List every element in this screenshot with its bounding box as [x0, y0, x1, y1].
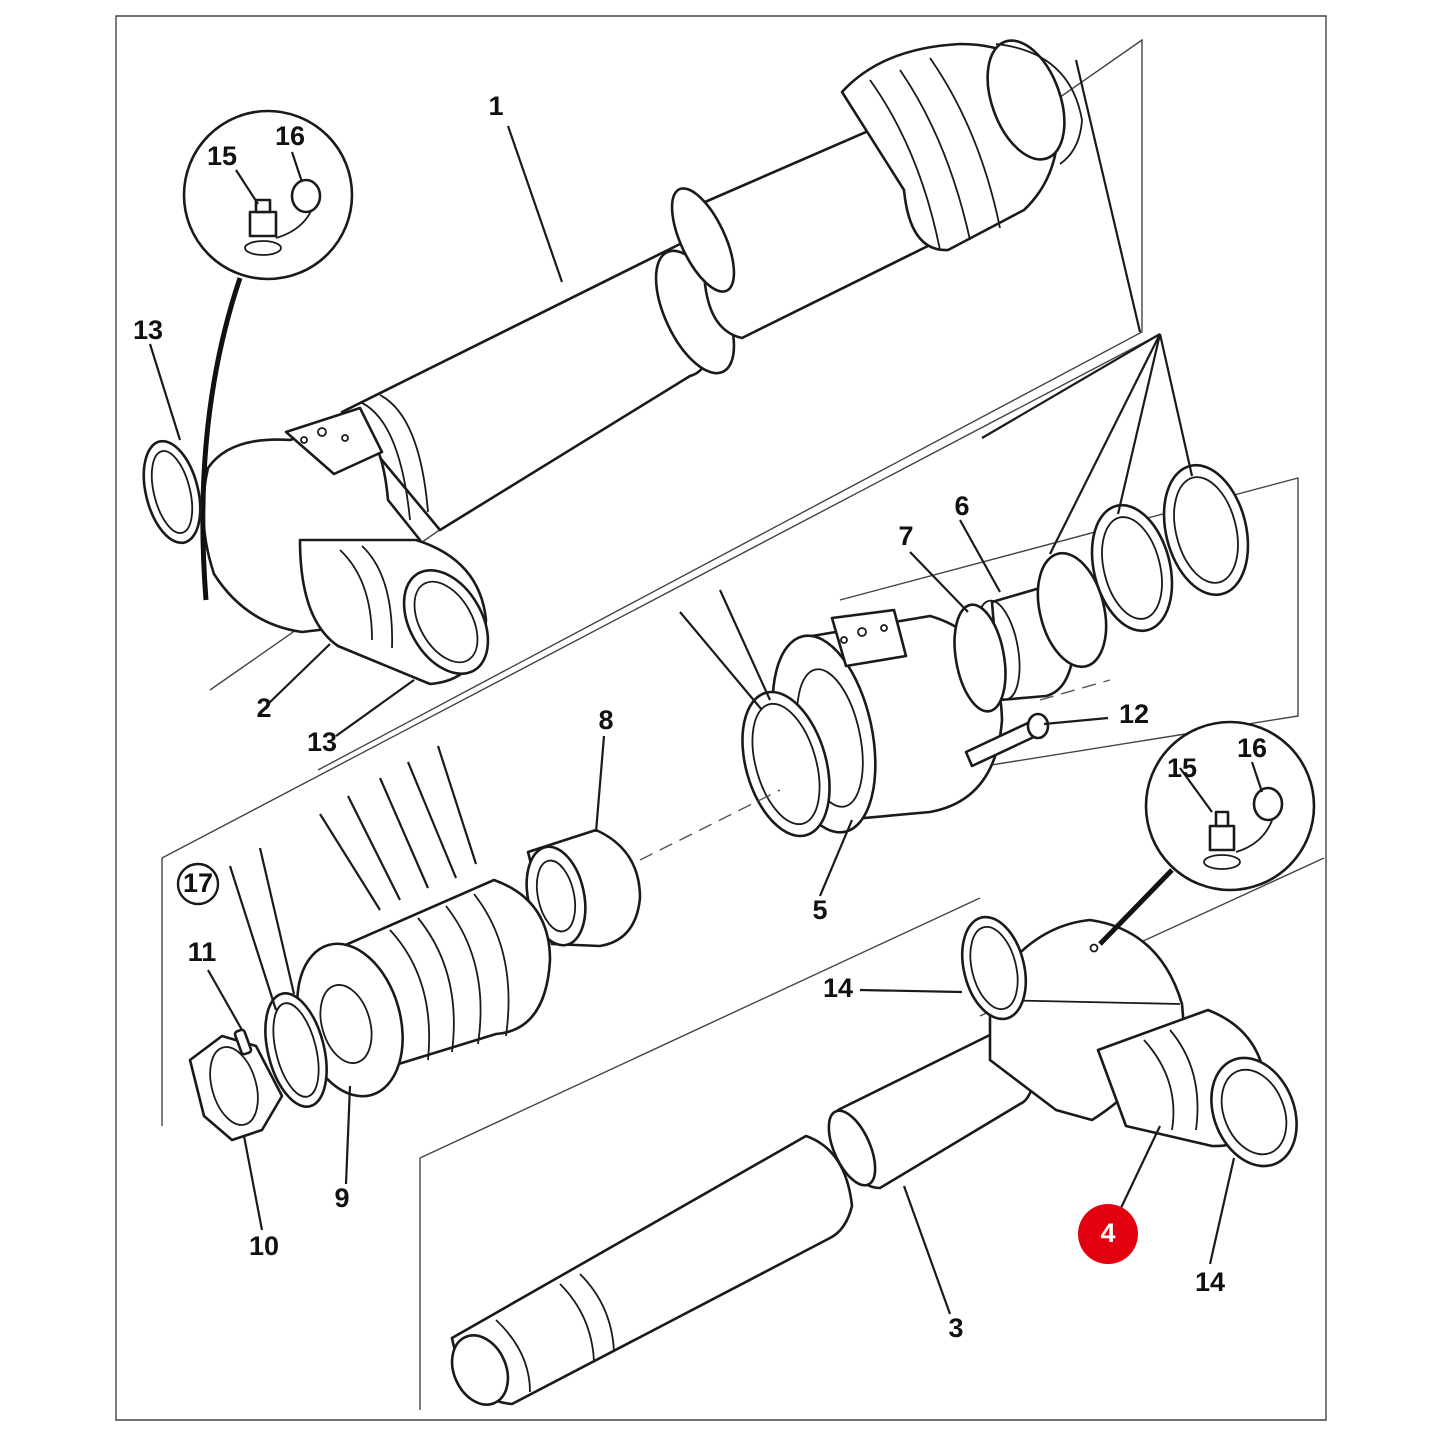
head-seal-rings	[1036, 463, 1250, 669]
piston-wear-ring	[264, 992, 328, 1108]
callout-4: 4	[1100, 1218, 1115, 1248]
callout-13-bottom: 13	[307, 727, 337, 757]
callout-17: 17	[183, 868, 213, 898]
callout-15-bottom: 15	[1167, 753, 1197, 783]
leader-lines	[148, 59, 1264, 1315]
part-3-piston-rod	[450, 1028, 1036, 1406]
callout-7: 7	[898, 521, 913, 551]
callout-15-top: 15	[207, 141, 237, 171]
part-4-rod-eye	[988, 918, 1298, 1168]
callout-16-top: 16	[275, 121, 305, 151]
part-14-circlip-rod-eye-left	[960, 915, 1028, 1021]
part-11-grub-screw	[233, 1028, 253, 1056]
callout-12: 12	[1119, 699, 1149, 729]
callout-14-left: 14	[823, 973, 853, 1003]
callout-8: 8	[598, 705, 613, 735]
centre-line-seals	[1039, 679, 1111, 701]
callout-9: 9	[334, 1183, 349, 1213]
part-10-piston-nut	[188, 1034, 284, 1142]
callout-5: 5	[812, 895, 827, 925]
callout-13-left: 13	[133, 315, 163, 345]
callout-11: 11	[188, 937, 217, 967]
callout-10: 10	[249, 1231, 279, 1261]
centre-line-head	[639, 789, 781, 861]
callout-1: 1	[488, 91, 503, 121]
part-13-circlip-left	[142, 439, 202, 545]
detail-circle-grease-fitting-bottom	[1098, 720, 1316, 946]
callout-2: 2	[256, 693, 271, 723]
callout-14-right: 14	[1195, 1267, 1225, 1297]
group-frame-head	[839, 477, 1299, 771]
callout-4-highlight	[1078, 1204, 1138, 1264]
part-2-cylinder-base	[200, 277, 490, 686]
callout-16-bottom: 16	[1237, 733, 1267, 763]
group-frame-seals	[161, 333, 1161, 1126]
callout-3: 3	[948, 1313, 963, 1343]
part-7-seal-ring	[953, 603, 1007, 713]
detail-circle-grease-fitting-top	[182, 109, 354, 281]
part-1-cylinder-barrel	[340, 39, 1083, 532]
callout-6: 6	[954, 491, 969, 521]
drawing-frame	[115, 15, 1327, 1421]
part-12-bolt	[964, 712, 1050, 768]
callout-17-circle	[176, 862, 220, 906]
